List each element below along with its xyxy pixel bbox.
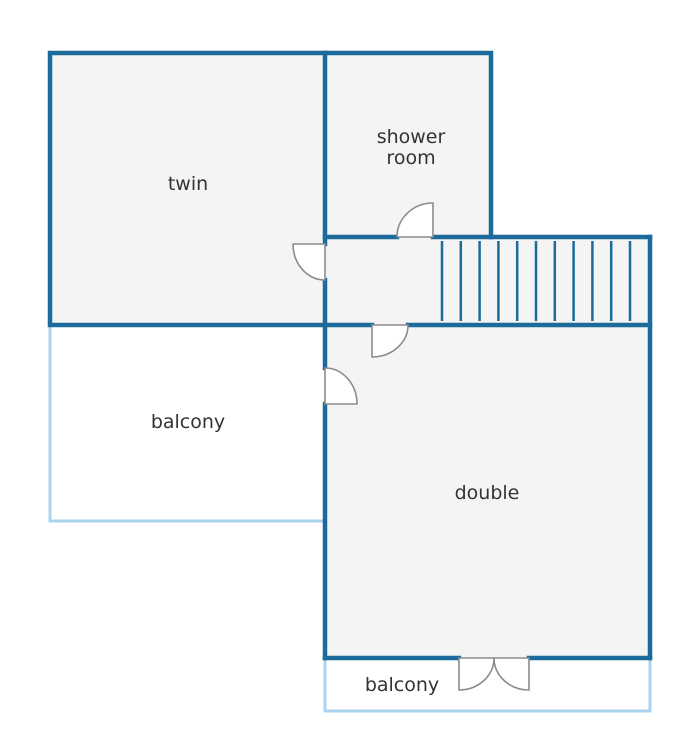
hallway-floor xyxy=(325,237,650,325)
balcony-left-label: balcony xyxy=(151,411,225,433)
double-room-label: double xyxy=(455,482,520,504)
doors xyxy=(292,202,530,691)
balcony-left-outline xyxy=(48,323,327,523)
french-door-right-icon xyxy=(493,657,530,691)
balcony-door-icon xyxy=(324,367,358,405)
french-door-left-icon xyxy=(458,657,495,691)
balcony-bottom-outline xyxy=(323,656,652,713)
twin-room-label: twin xyxy=(168,173,208,195)
shower-room-floor xyxy=(325,53,491,237)
double-room-floor xyxy=(325,325,650,658)
twin-room-walls xyxy=(47,50,328,328)
twin-door-icon xyxy=(292,243,326,281)
shower-room-walls xyxy=(322,50,494,240)
double-door-icon xyxy=(371,324,409,358)
balcony-bottom-label: balcony xyxy=(365,674,439,696)
shower-door-icon xyxy=(396,202,434,238)
shower-room-label-line2: room xyxy=(386,147,435,169)
staircase xyxy=(440,241,632,321)
walls xyxy=(47,50,653,661)
shower-room-label-line1: shower xyxy=(377,126,446,148)
twin-room-floor xyxy=(50,53,325,325)
